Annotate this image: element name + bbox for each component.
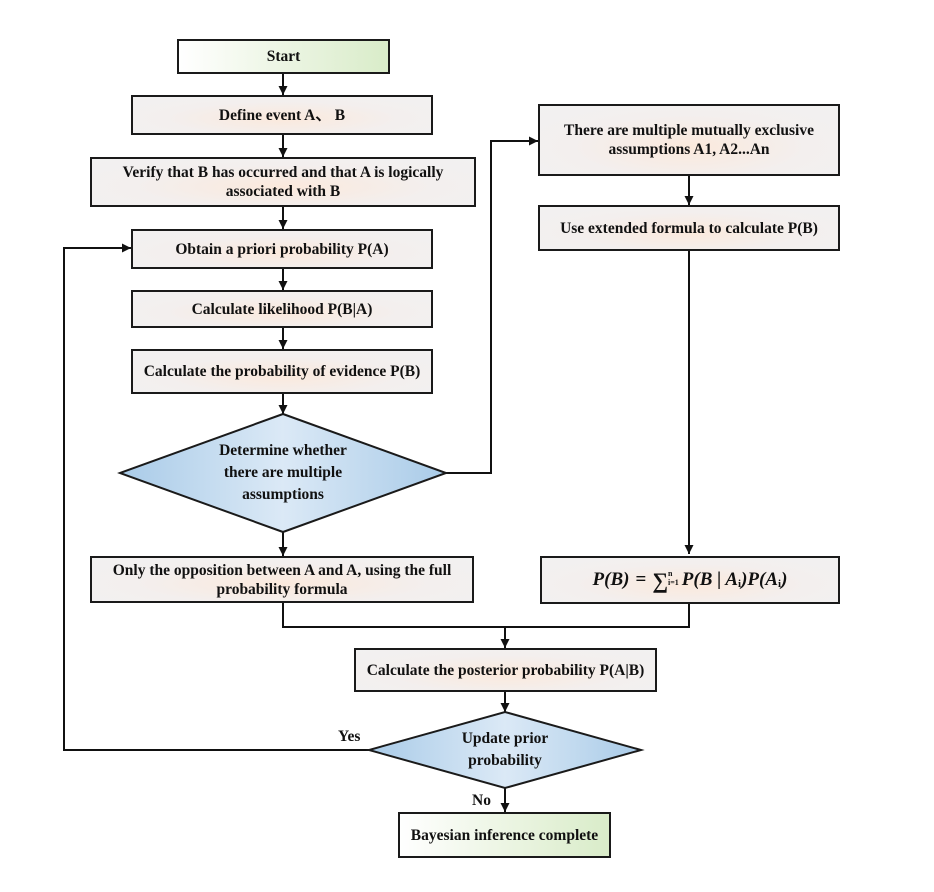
full-probability-node: Only the opposition between A and A, usi… bbox=[90, 556, 474, 603]
decision-diamond-multiple-assumptions bbox=[117, 412, 449, 534]
formula-subscript-1: i bbox=[738, 578, 742, 590]
formula-equals: = bbox=[635, 569, 647, 590]
determine-decision-text: Determine whether there are multiple ass… bbox=[219, 442, 347, 503]
extended-formula-node: Use extended formula to calculate P(B) bbox=[538, 205, 840, 251]
sum-upper-limit: n bbox=[668, 569, 673, 578]
formula-term-likelihood: P(B | A bbox=[681, 569, 739, 590]
obtain-prior-node: Obtain a priori probability P(A) bbox=[131, 229, 433, 269]
multiple-assumptions-node: There are multiple mutually exclusive as… bbox=[538, 104, 840, 176]
no-label: No bbox=[472, 792, 491, 809]
arrow-determine-multiple bbox=[446, 136, 538, 474]
define-event-node: Define event A、 B bbox=[131, 95, 433, 135]
decision-diamond-update-prior bbox=[365, 710, 645, 790]
sum-lower-limit: i=1 bbox=[668, 578, 679, 587]
start-node: Start bbox=[177, 39, 390, 74]
yes-label: Yes bbox=[338, 728, 361, 745]
line-opposition-merge bbox=[282, 603, 690, 628]
sum-limits: n i=1 bbox=[668, 569, 679, 587]
formula-subscript-2: i bbox=[778, 578, 782, 590]
calculate-evidence-node: Calculate the probability of evidence P(… bbox=[131, 349, 433, 394]
arrow-yes-loop bbox=[63, 243, 370, 751]
sum-symbol: ∑ bbox=[652, 568, 668, 593]
verify-association-node: Verify that B has occurred and that A is… bbox=[90, 157, 476, 207]
calculate-likelihood-node: Calculate likelihood P(B|A) bbox=[131, 290, 433, 328]
formula-lhs: P(B) bbox=[592, 569, 630, 590]
calculate-posterior-node: Calculate the posterior probability P(A|… bbox=[354, 648, 657, 692]
update-decision-text: Update prior probability bbox=[461, 730, 549, 769]
complete-node: Bayesian inference complete bbox=[398, 812, 611, 858]
formula-term-prior: )P(A bbox=[741, 569, 779, 590]
formula-close: ) bbox=[781, 569, 788, 590]
